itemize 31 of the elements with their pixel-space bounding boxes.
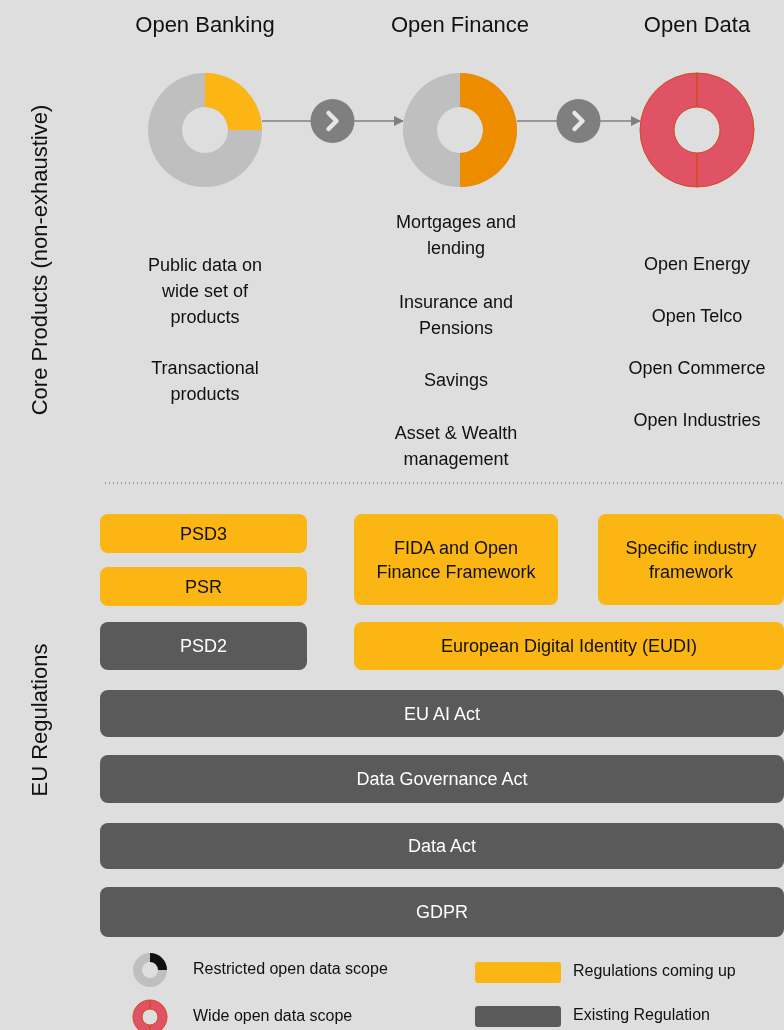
regulation-box: PSD3 [100, 514, 307, 553]
regulation-box: European Digital Identity (EUDI) [354, 622, 784, 670]
regulation-box: PSR [100, 567, 307, 606]
regulation-box: Data Act [100, 823, 784, 869]
axis-label: EU Regulations [27, 643, 53, 797]
regulation-box: Data Governance Act [100, 755, 784, 803]
product-label: Transactional products [150, 357, 260, 406]
product-label: Open Telco [650, 305, 744, 328]
regulation-box: GDPR [100, 887, 784, 937]
chevron-arrow [516, 99, 641, 143]
product-label: Insurance and Pensions [397, 291, 515, 340]
legend-text: Regulations coming up [573, 962, 736, 980]
product-label: Public data on wide set of products [146, 254, 264, 329]
regulation-box: FIDA and Open Finance Framework [354, 514, 558, 605]
product-label: Open Industries [632, 409, 762, 432]
product-label: Savings [422, 369, 489, 392]
regulation-box: PSD2 [100, 622, 307, 670]
regulation-box: Specific industry framework [598, 514, 784, 605]
product-label: Asset & Wealth management [393, 422, 519, 471]
product-label: Mortgages and lending [394, 211, 518, 260]
column-heading: Open Finance [389, 12, 531, 38]
product-label: Open Commerce [627, 357, 767, 380]
chevron-arrow [261, 99, 404, 143]
legend-text: Restricted open data scope [193, 960, 388, 978]
column-heading: Open Data [642, 12, 752, 38]
regulation-box: EU AI Act [100, 690, 784, 737]
legend-text: Existing Regulation [573, 1006, 710, 1024]
product-label: Open Energy [642, 253, 752, 276]
legend-text: Wide open data scope [193, 1007, 353, 1025]
axis-label: Core Products (non-exhaustive) [27, 104, 53, 416]
column-heading: Open Banking [134, 12, 276, 38]
